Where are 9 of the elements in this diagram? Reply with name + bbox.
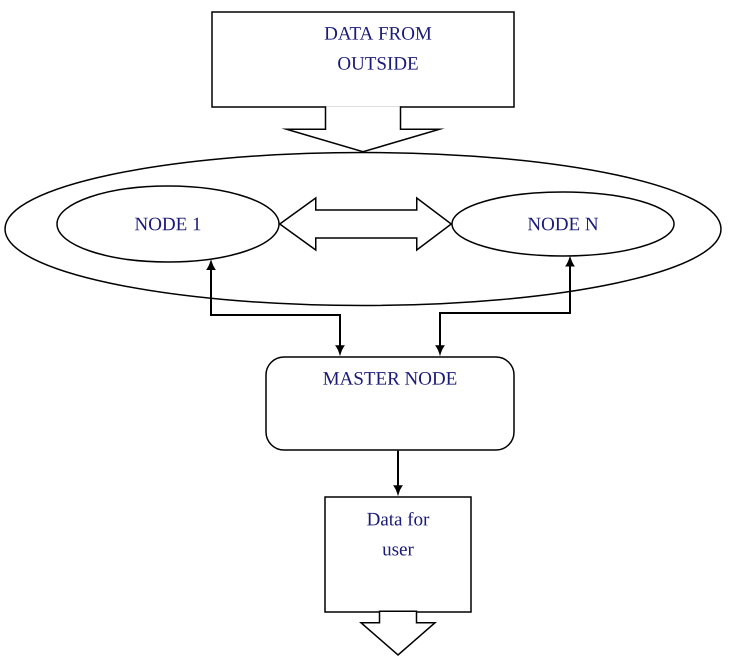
outer-ellipse <box>4 152 722 306</box>
process-box: MASTER NODE <box>265 356 515 451</box>
callout-box: DATA FROM OUTSIDE <box>211 11 515 108</box>
arrow <box>436 258 574 354</box>
block-arrow <box>278 196 452 252</box>
output-box: Data for user <box>324 496 472 613</box>
block-arrow <box>281 106 445 153</box>
arrow <box>394 450 402 494</box>
arrow <box>206 261 344 354</box>
